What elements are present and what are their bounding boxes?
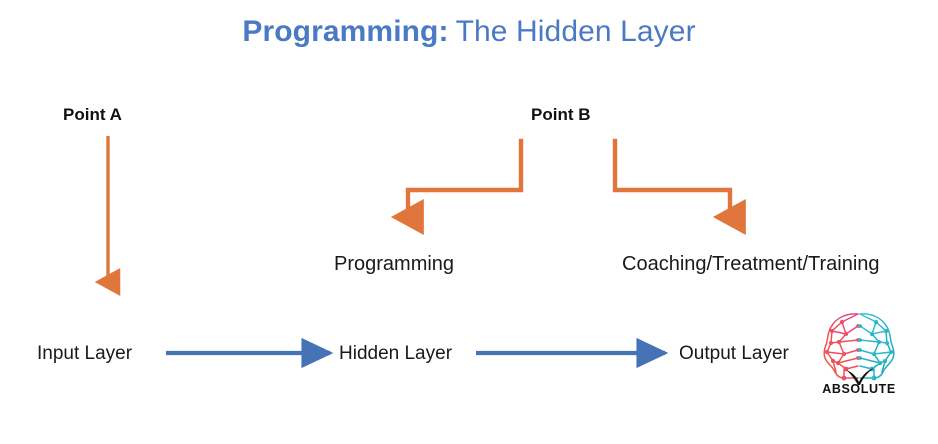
label-output-layer: Output Layer (679, 343, 789, 364)
logo-swoosh (846, 368, 874, 385)
label-input-layer: Input Layer (37, 343, 133, 364)
label-branch-coaching: Coaching/Treatment/Training (622, 253, 880, 275)
brain-network-icon (823, 313, 895, 385)
logo-wordmark: ABSOLUTE (822, 382, 896, 396)
connector-point-b-right (612, 138, 746, 236)
label-hidden-layer: Hidden Layer (339, 343, 453, 364)
page-title: Programming:The Hidden Layer (0, 14, 938, 50)
label-branch-programming: Programming (334, 253, 455, 275)
absolute-logo: ABSOLUTE (808, 306, 910, 406)
brain-nodes-right (858, 319, 894, 381)
label-point-b: Point B (531, 105, 591, 124)
connector-point-b-left (390, 138, 524, 236)
label-point-a: Point A (63, 105, 122, 124)
page-title-light: The Hidden Layer (455, 15, 696, 48)
page-title-strong: Programming: (242, 15, 449, 48)
